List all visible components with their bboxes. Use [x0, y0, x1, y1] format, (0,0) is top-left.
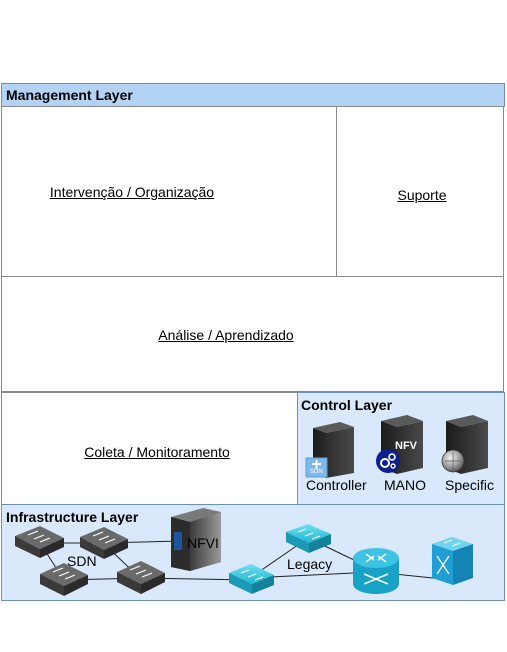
nfvi-server-icon: [171, 508, 221, 571]
suporte-label[interactable]: Suporte: [397, 187, 447, 203]
control-layer-title: Control Layer: [301, 397, 393, 413]
coleta-label[interactable]: Coleta / Monitoramento: [84, 444, 230, 460]
sdn-switch-1-icon: [15, 526, 64, 558]
optical-switch-icon: [432, 537, 473, 585]
legacy-switch-2-icon: [229, 564, 274, 594]
infrastructure-layer-title: Infrastructure Layer: [6, 509, 139, 525]
specific-server-icon: [441, 415, 488, 474]
mano-label: MANO: [384, 477, 426, 493]
management-layer-title: Management Layer: [6, 87, 133, 103]
sdn-label: SDN: [67, 553, 97, 569]
suporte-box: [336, 106, 504, 277]
sdn-switch-4-icon: [117, 561, 165, 594]
specific-label: Specific: [445, 477, 495, 493]
mano-server-icon: [376, 415, 423, 474]
intervencao-box: [1, 106, 337, 277]
analise-label[interactable]: Análise / Aprendizado: [158, 327, 294, 343]
controller-server-icon: [305, 422, 354, 478]
legacy-label: Legacy: [287, 556, 333, 572]
coleta-box: [1, 392, 298, 505]
legacy-router-icon: [353, 548, 399, 594]
analise-box: [1, 276, 504, 392]
sdn-switch-2-icon: [80, 527, 128, 559]
legacy-switch-1-icon: [286, 524, 331, 553]
nfv-badge: NFV: [395, 440, 417, 452]
sdn-badge: SDN: [310, 469, 323, 475]
sdn-switch-3-icon: [40, 563, 88, 596]
intervencao-label[interactable]: Intervenção / Organização: [49, 184, 215, 200]
controller-label: Controller: [306, 477, 367, 493]
nfvi-label: NFVI: [187, 535, 219, 551]
